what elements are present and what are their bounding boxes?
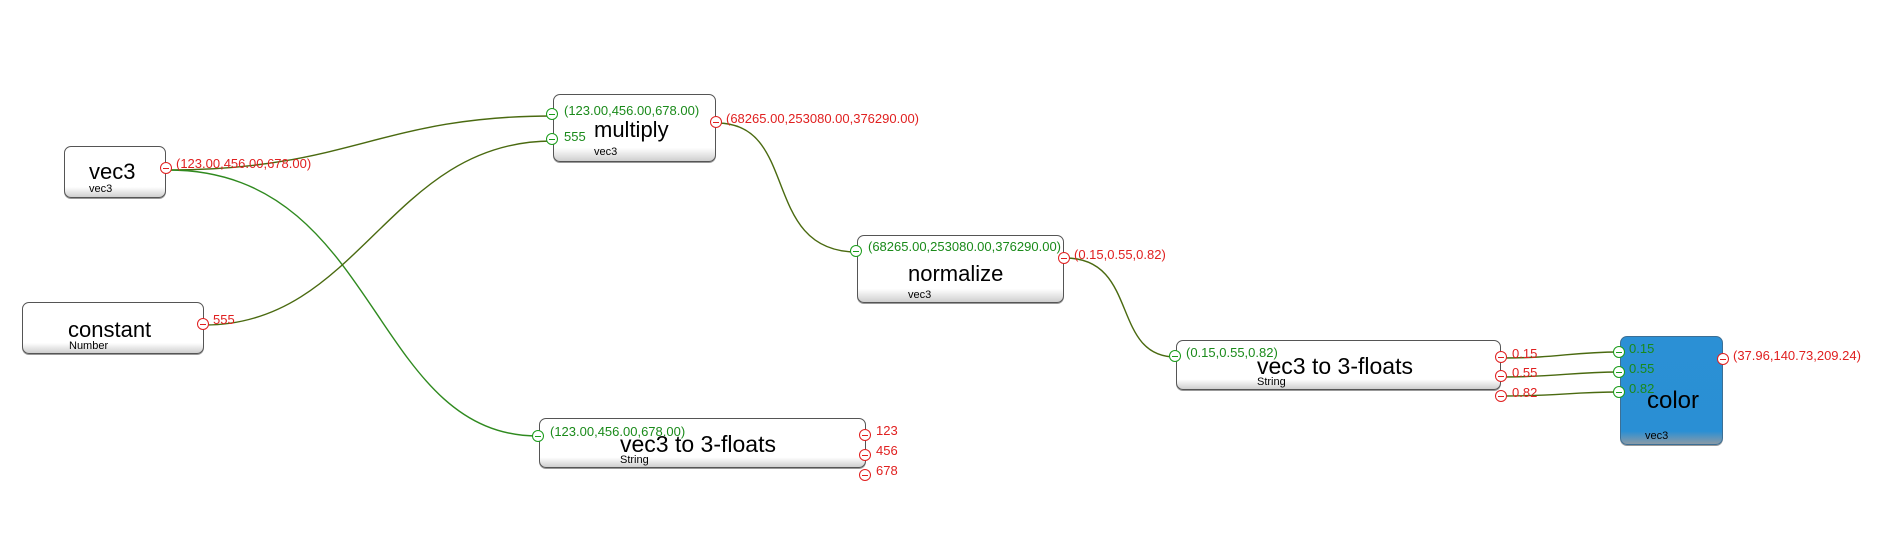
input-port[interactable] [532,430,544,442]
node-multiply[interactable]: multiply vec3 [553,94,716,162]
node-normalize[interactable]: normalize vec3 [857,235,1064,303]
output-port[interactable] [197,318,209,330]
input-port[interactable] [1613,386,1625,398]
node-color[interactable]: color vec3 [1620,336,1723,445]
wire-vec3-to-split1[interactable] [167,169,539,437]
wire-constant-to-multiply[interactable] [204,140,553,326]
node-title: vec3 to 3-floats [1257,353,1413,379]
input-port[interactable] [1613,366,1625,378]
output-port[interactable] [1495,370,1507,382]
output-port[interactable] [160,162,172,174]
node-vec3[interactable]: vec3 vec3 [64,146,166,198]
node-vec3-to-3-floats[interactable]: vec3 to 3-floats String [539,418,866,468]
node-title: constant [68,317,152,342]
output-value: 0.82 [1512,385,1538,400]
input-value: 0.55 [1629,361,1655,376]
node-type: vec3 [908,289,932,301]
node-title: vec3 to 3-floats [620,431,776,457]
node-vec3-to-3-floats[interactable]: vec3 to 3-floats String [1176,340,1501,390]
input-value: (123.00,456.00,678.00) [550,424,686,439]
output-port[interactable] [710,116,722,128]
node-title: normalize [908,261,1004,286]
node-title: multiply [594,117,669,142]
node-type: vec3 [1645,430,1669,442]
wire-split2-to-color-r[interactable] [1501,351,1621,359]
output-value: (123.00,456.00,678.00) [176,156,312,171]
output-port[interactable] [1495,351,1507,363]
output-value: 456 [876,443,898,458]
input-value: 0.82 [1629,381,1655,396]
node-constant[interactable]: constant Number [22,302,204,354]
output-value: 678 [876,463,898,478]
input-port[interactable] [1613,346,1625,358]
input-value: (123.00,456.00,678.00) [564,103,700,118]
input-port[interactable] [546,108,558,120]
node-type: Number [69,340,109,352]
wire-multiply-to-normalize[interactable] [716,122,858,253]
output-value: (68265.00,253080.00,376290.00) [726,111,920,126]
output-port[interactable] [859,429,871,441]
node-type: vec3 [89,183,113,195]
output-value: 123 [876,423,898,438]
output-port[interactable] [859,449,871,461]
node-title: color [1647,387,1700,414]
node-type: String [1257,376,1286,388]
input-value: (0.15,0.55,0.82) [1186,345,1278,360]
wire-split2-to-color-g[interactable] [1501,371,1621,378]
input-port[interactable] [850,245,862,257]
output-port[interactable] [1495,390,1507,402]
output-port[interactable] [1717,353,1729,365]
output-port[interactable] [859,469,871,481]
node-type: String [620,454,649,466]
output-value: (37.96,140.73,209.24) [1733,348,1861,363]
output-value: 0.15 [1512,346,1538,361]
wire-vec3-to-multiply[interactable] [167,115,553,171]
input-value: 0.15 [1629,341,1655,356]
output-value: (0.15,0.55,0.82) [1074,247,1166,262]
output-value: 0.55 [1512,365,1538,380]
wire-split2-to-color-b[interactable] [1501,391,1621,397]
input-port[interactable] [546,133,558,145]
node-title: vec3 [89,159,136,184]
input-value: (68265.00,253080.00,376290.00) [868,239,1062,254]
node-type: vec3 [594,146,618,158]
output-value: 555 [213,312,235,327]
input-value: 555 [564,129,586,144]
wire-normalize-to-split2[interactable] [1064,257,1177,358]
input-port[interactable] [1169,350,1181,362]
output-port[interactable] [1058,252,1070,264]
